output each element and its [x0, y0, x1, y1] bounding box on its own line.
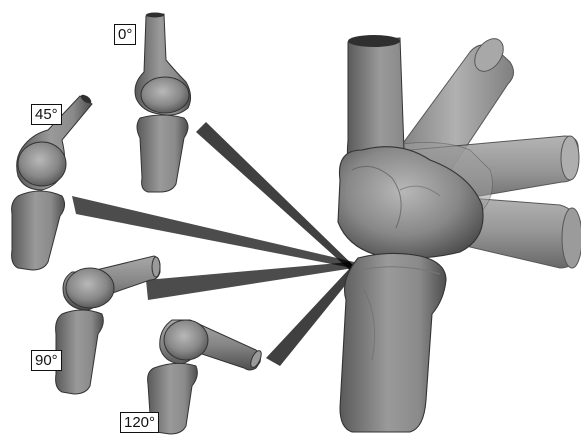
large-knee-model	[338, 33, 581, 432]
convergence-rays	[72, 122, 356, 366]
tibia-90	[56, 310, 104, 394]
large-tibia	[340, 253, 446, 432]
angle-label-0: 0°	[114, 24, 136, 45]
angle-label-120: 120°	[120, 412, 159, 433]
angle-label-0-text: 0°	[118, 26, 132, 43]
knee-model-90deg	[56, 256, 160, 394]
angle-label-120-text: 120°	[124, 414, 155, 431]
angle-label-90-text: 90°	[35, 352, 58, 369]
ray-90	[146, 262, 354, 300]
angle-label-90: 90°	[31, 350, 62, 371]
large-femur-top	[348, 35, 400, 47]
angle-label-45: 45°	[31, 104, 62, 125]
knee-model-120deg	[148, 320, 264, 434]
angle-label-45-text: 45°	[35, 106, 58, 123]
ray-120	[266, 268, 356, 366]
knee-model-0deg	[135, 13, 191, 193]
tibia-45	[12, 191, 65, 270]
tibia-0	[137, 115, 188, 192]
